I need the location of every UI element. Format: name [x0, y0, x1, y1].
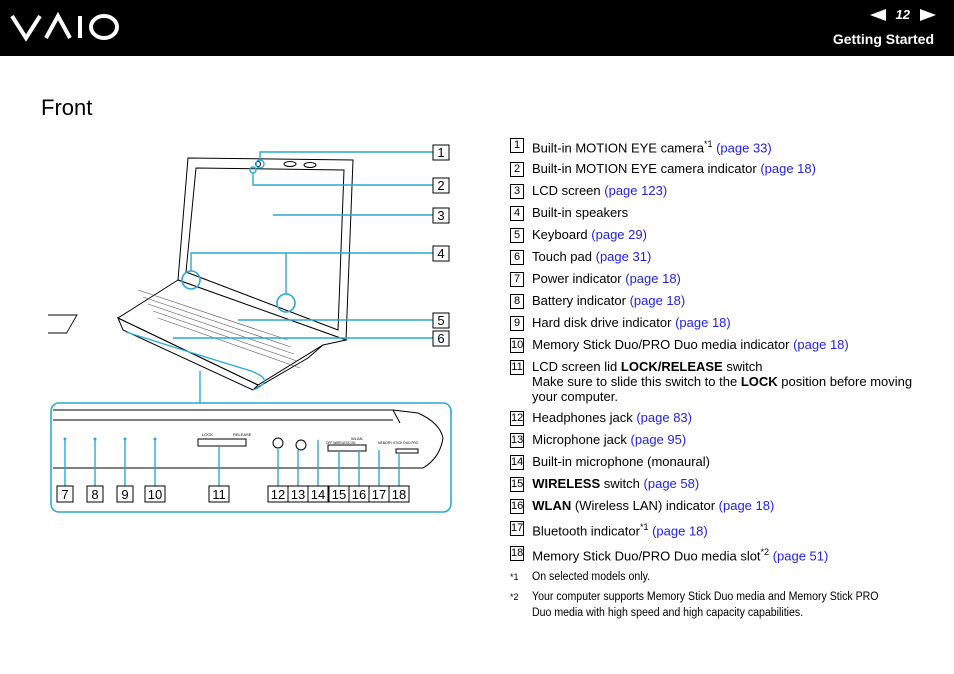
page-link[interactable]: (page 51): [772, 547, 829, 563]
svg-text:LOCK: LOCK: [202, 432, 213, 437]
page-link[interactable]: (page 18): [718, 498, 775, 514]
svg-text:18: 18: [392, 487, 406, 502]
svg-text:13: 13: [291, 487, 305, 502]
list-item: 3 LCD screen (page 123): [510, 183, 930, 200]
list-item: 10 Memory Stick Duo/PRO Duo media indica…: [510, 337, 849, 354]
svg-text:15: 15: [332, 487, 346, 502]
svg-text:10: 10: [148, 487, 162, 502]
headphones-jack: [272, 437, 284, 449]
list-item: 7 Power indicator (page 18): [510, 271, 930, 288]
list-item: 15 WIRELESS switch (page 58): [510, 476, 700, 493]
list-item: 17 Bluetooth indicator*1 (page 18): [510, 521, 708, 539]
lock-release-switch: [197, 438, 247, 447]
page-link[interactable]: (page 83): [636, 410, 692, 426]
callout-lines: [125, 151, 433, 403]
header-bar: 12 Getting Started: [0, 0, 954, 56]
list-item: 16 WLAN (Wireless LAN) indicator (page 1…: [510, 498, 775, 515]
footnote: *1 On selected models only.: [510, 570, 651, 583]
list-item: 1 Built-in MOTION EYE camera*1 (page 33): [510, 137, 930, 155]
svg-text:WLAN: WLAN: [351, 436, 363, 441]
wireless-switch: [327, 444, 367, 452]
list-item: 4 Built-in speakers: [510, 205, 930, 222]
svg-text:RELEASE: RELEASE: [233, 432, 252, 437]
svg-text:16: 16: [352, 487, 366, 502]
page-link[interactable]: (page 18): [629, 293, 686, 309]
list-item: 6 Touch pad (page 31): [510, 249, 930, 266]
item-number: 1: [510, 138, 524, 153]
component-list: 1 Built-in MOTION EYE camera*1 (page 33)…: [510, 137, 930, 621]
svg-text:5: 5: [437, 313, 444, 328]
page-link[interactable]: (page 95): [630, 432, 687, 448]
vaio-logo: [10, 12, 119, 42]
callout-label: 1: [437, 145, 444, 160]
svg-text:7: 7: [61, 487, 68, 502]
list-item: 9 Hard disk drive indicator (page 18): [510, 315, 930, 332]
page-title: Front: [41, 95, 93, 120]
keyboard-keys: [137, 289, 301, 369]
svg-text:OFF WIRELESS ON: OFF WIRELESS ON: [326, 441, 356, 445]
svg-text:17: 17: [372, 487, 386, 502]
front-panel-zoom-box: [50, 402, 452, 513]
bottom-callout-lines: [64, 440, 400, 486]
svg-text:8: 8: [91, 487, 98, 502]
svg-text:9: 9: [121, 487, 128, 502]
page-navigation: 12: [869, 7, 936, 22]
page-link[interactable]: (page 18): [793, 337, 849, 353]
top-callouts: 1 2 3 4 5 6: [432, 144, 450, 347]
page-number: 12: [895, 7, 910, 22]
list-item: 18 Memory Stick Duo/PRO Duo media slot*2…: [510, 545, 829, 563]
page-link[interactable]: (page 29): [591, 227, 647, 243]
right-arrow-icon[interactable]: [920, 8, 936, 21]
svg-text:11: 11: [212, 487, 226, 502]
page-link[interactable]: (page 18): [625, 271, 681, 287]
bottom-callouts: 7 8 9 10 11 12 13 14 15 16 17 18: [56, 485, 410, 503]
left-arrow-icon[interactable]: [869, 8, 886, 21]
list-item: 2 Built-in MOTION EYE camera indicator (…: [510, 161, 930, 178]
page-link[interactable]: (page 58): [643, 476, 700, 492]
svg-text:6: 6: [437, 331, 444, 346]
list-item: 12 Headphones jack (page 83): [510, 410, 692, 427]
page-link[interactable]: (page 18): [760, 161, 816, 177]
section-title: Getting Started: [832, 31, 934, 47]
laptop-illustration: 1 2 3 4 5 6 LOCK RELEASE WLAN OFF WIRELE…: [48, 144, 452, 513]
svg-text:12: 12: [271, 487, 285, 502]
page-link[interactable]: (page 31): [595, 249, 652, 265]
memory-stick-slot: [395, 448, 419, 454]
page-link[interactable]: (page 33): [716, 140, 772, 156]
list-item: 8 Battery indicator (page 18): [510, 293, 930, 310]
microphone-jack: [295, 439, 307, 451]
svg-text:2: 2: [437, 178, 444, 193]
page-link[interactable]: (page 18): [675, 315, 731, 331]
svg-text:4: 4: [437, 246, 444, 261]
list-item: 14 Built-in microphone (monaural): [510, 454, 710, 471]
indicator-dots: [63, 437, 157, 441]
front-panel: [53, 409, 444, 469]
svg-text:3: 3: [437, 208, 444, 223]
list-item: 5 Keyboard (page 29): [510, 227, 930, 244]
svg-text:MEMORY STICK DUO PRO: MEMORY STICK DUO PRO: [378, 441, 419, 445]
footnote: *2 Your computer supports Memory Stick D…: [510, 590, 879, 619]
page-link[interactable]: (page 18): [652, 523, 708, 539]
svg-text:14: 14: [311, 487, 325, 502]
list-item: 13 Microphone jack (page 95): [510, 432, 687, 449]
page-link[interactable]: (page 123): [604, 183, 668, 199]
